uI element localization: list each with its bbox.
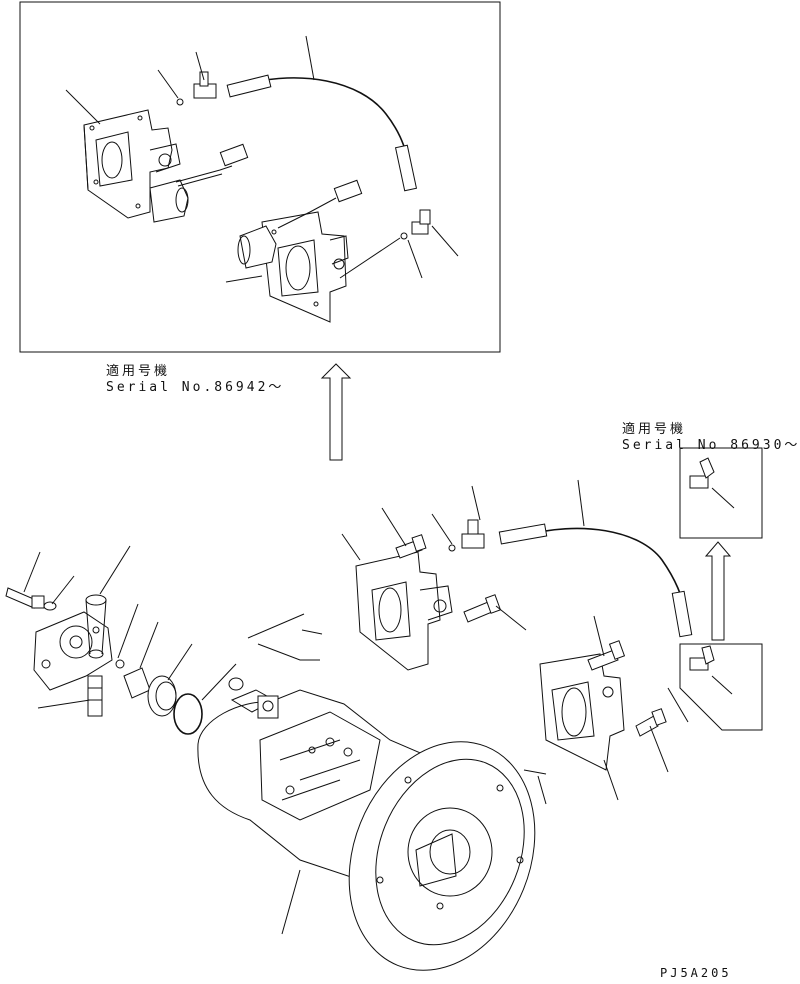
o-ring-icon — [228, 677, 244, 691]
elbow-fitting-top-inset — [176, 71, 431, 240]
hose-main — [448, 519, 693, 638]
o-ring-icon — [115, 659, 125, 669]
sleeve-icon — [85, 594, 107, 659]
arrow-up-icon — [320, 363, 352, 461]
servo-valve-upper — [355, 551, 453, 671]
applicable-label-right: 適用号機 — [622, 422, 687, 437]
hose-top-inset — [226, 74, 418, 192]
drawing-code: PJ5A205 — [660, 966, 732, 980]
diagram-drawing — [5, 1, 763, 971]
applicable-label-top: 適用号機 — [106, 364, 171, 379]
serial-label-right: Serial No 86930～ — [622, 438, 800, 453]
pin-icon — [301, 629, 323, 635]
coupling-icon — [123, 667, 151, 699]
gear-pump-cover — [33, 611, 113, 691]
bolt-icon — [5, 587, 45, 609]
serial-label-top: Serial No.86942～ — [106, 380, 285, 395]
right-inset-frame-lower — [679, 643, 763, 731]
bolt-icon — [463, 594, 502, 623]
pin-icon — [523, 769, 547, 775]
washer-icon — [43, 601, 57, 611]
relief-valve-icon — [87, 675, 103, 717]
solenoid-left-inset — [149, 143, 249, 223]
bolt-icon — [635, 708, 667, 737]
solenoid-right-inset — [237, 179, 363, 269]
bearing-ring-icon — [147, 675, 177, 717]
elbow-fitting-right-inset-lower — [689, 645, 733, 695]
servo-valve-lower — [539, 653, 625, 771]
top-inset-frame — [19, 1, 501, 353]
leader-lines-main — [23, 479, 689, 935]
right-inset-frame-upper — [679, 447, 763, 539]
bolt-icon — [587, 640, 626, 671]
servo-valve-right-inset — [261, 211, 349, 323]
o-ring-icon — [173, 693, 203, 735]
mounting-flange — [348, 741, 536, 971]
elbow-fitting-right-inset — [689, 457, 735, 509]
parts-diagram: 適用号機 Serial No.86942～ 適用号機 Serial No 869… — [5, 1, 797, 980]
bolt-icon — [395, 534, 427, 559]
leader-lines-top-inset — [65, 35, 459, 283]
arrow-up-icon — [704, 541, 732, 641]
